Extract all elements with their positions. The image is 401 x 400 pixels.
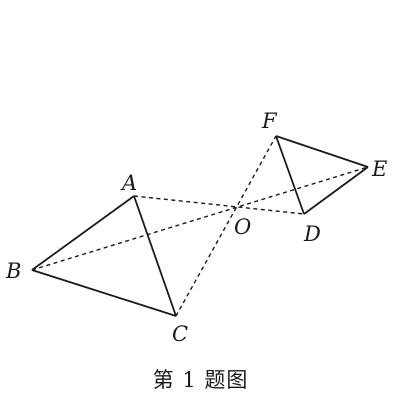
label-point-D: D — [303, 222, 321, 246]
segment-FE — [275, 135, 369, 168]
dashed-segment-AD — [133, 195, 305, 215]
segment-FD — [275, 135, 305, 215]
label-point-F: F — [261, 109, 278, 133]
geometry-diagram: A B C D E F O — [5, 109, 387, 346]
label-point-E: E — [371, 157, 387, 181]
dashed-segment-BE — [31, 166, 369, 271]
label-point-A: A — [120, 171, 137, 195]
label-point-C: C — [172, 322, 188, 346]
label-point-O: O — [234, 215, 251, 239]
label-point-B: B — [5, 259, 21, 283]
segment-DE — [303, 166, 369, 215]
segment-BC — [31, 269, 177, 317]
segment-AB — [31, 195, 135, 271]
dashed-segment-CF — [175, 135, 277, 317]
figure-caption: 第 1 题图 — [152, 368, 249, 392]
segment-AC — [133, 195, 177, 317]
